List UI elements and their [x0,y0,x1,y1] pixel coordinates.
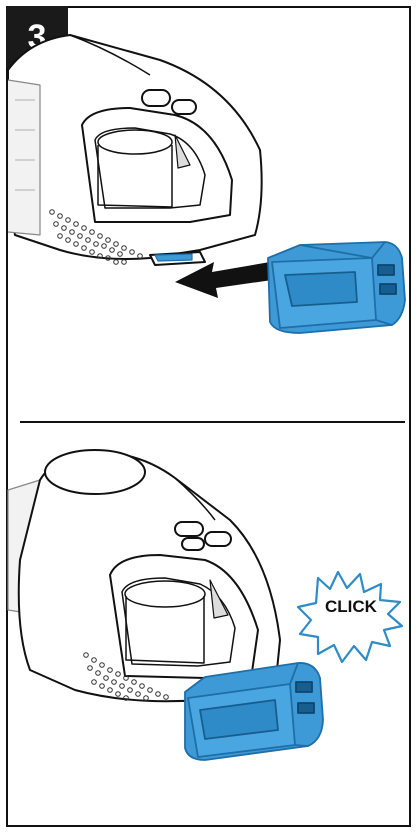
battery-pack-inserted [184,662,324,761]
click-callout-text: CLICK [325,597,378,616]
vacuum-handheld-bottom [7,449,281,703]
vent-dots-top [49,209,143,265]
vent-dots-bottom [83,652,169,701]
click-callout-burst: CLICK [296,570,404,664]
panel-divider [20,421,405,423]
vacuum-handheld-top [7,34,263,266]
insert-arrow-icon [175,262,272,298]
battery-pack-detached [267,241,406,334]
